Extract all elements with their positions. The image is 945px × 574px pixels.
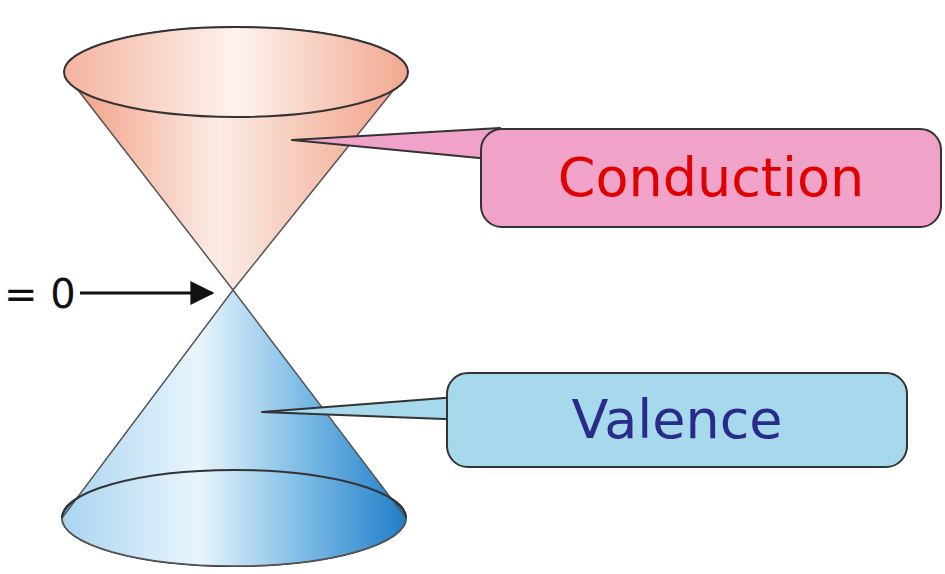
callout-box: Conduction xyxy=(480,128,942,228)
conduction-cone-rim xyxy=(64,27,408,117)
callout-text: Conduction xyxy=(558,148,865,207)
callout-tail xyxy=(262,396,470,420)
conduction-cone xyxy=(64,27,408,290)
callout-box: Valence xyxy=(446,372,908,468)
apex-arrow xyxy=(80,292,212,295)
valence-cone xyxy=(62,290,406,566)
valence-cone-back-rim xyxy=(62,470,406,518)
callout-text: Valence xyxy=(571,390,782,449)
apex-label: = 0 xyxy=(4,274,76,314)
callout-tail xyxy=(292,128,500,160)
